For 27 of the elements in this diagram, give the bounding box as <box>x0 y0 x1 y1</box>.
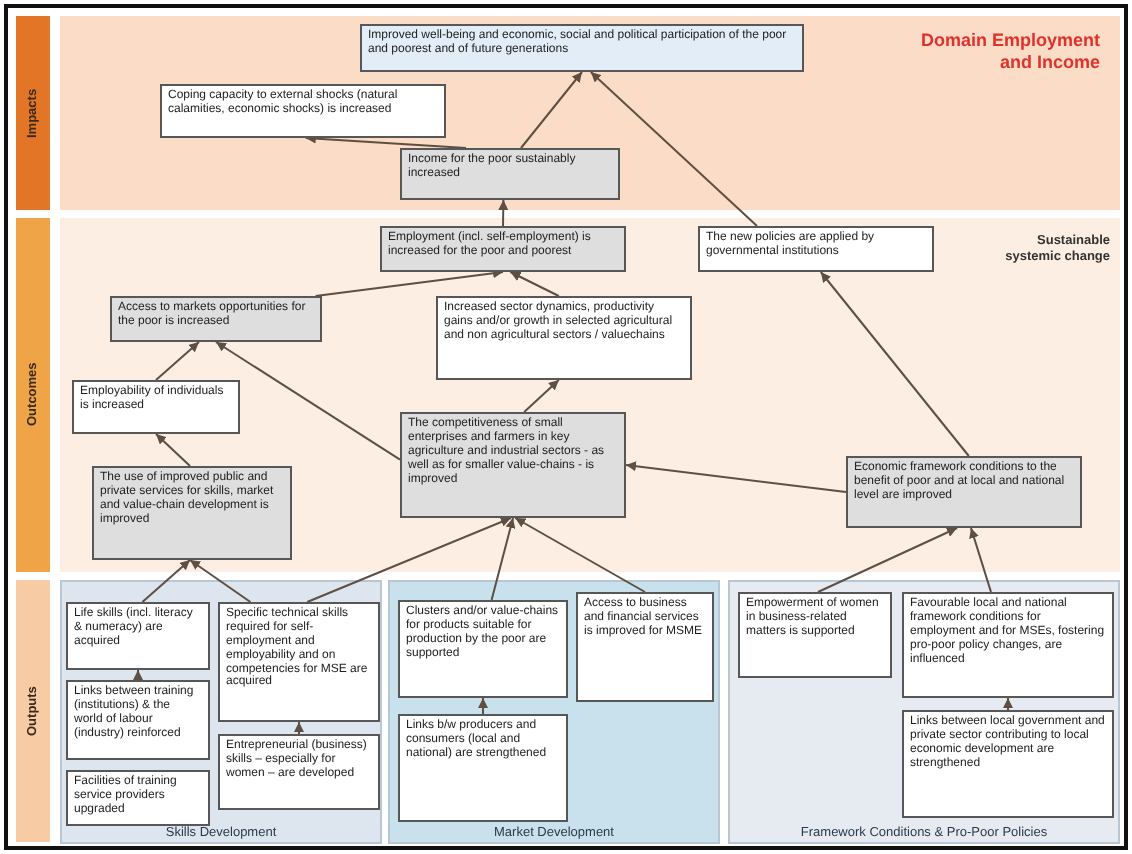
arrow <box>509 271 560 297</box>
arrow <box>155 433 191 467</box>
arrow <box>155 341 200 381</box>
arrow <box>306 517 512 603</box>
arrow <box>314 268 504 297</box>
arrow <box>189 559 252 603</box>
arrow <box>819 271 970 457</box>
arrow <box>304 133 467 149</box>
arrow <box>490 517 516 601</box>
output-panel <box>60 580 382 844</box>
arrow <box>520 71 583 149</box>
arrow <box>625 461 847 493</box>
output-panel <box>728 580 1120 844</box>
output-panel <box>388 580 720 844</box>
arrow <box>969 527 992 593</box>
arrow <box>817 527 958 593</box>
arrow <box>294 721 304 735</box>
arrow <box>589 71 758 227</box>
arrow <box>141 559 191 603</box>
arrow <box>498 199 509 227</box>
arrow <box>514 517 646 593</box>
domain-heading: Domain Employment and Income <box>918 30 1100 74</box>
arrow <box>1003 697 1013 711</box>
arrow <box>215 341 401 461</box>
arrow <box>523 379 560 413</box>
arrow <box>478 697 488 715</box>
arrow <box>133 669 143 681</box>
